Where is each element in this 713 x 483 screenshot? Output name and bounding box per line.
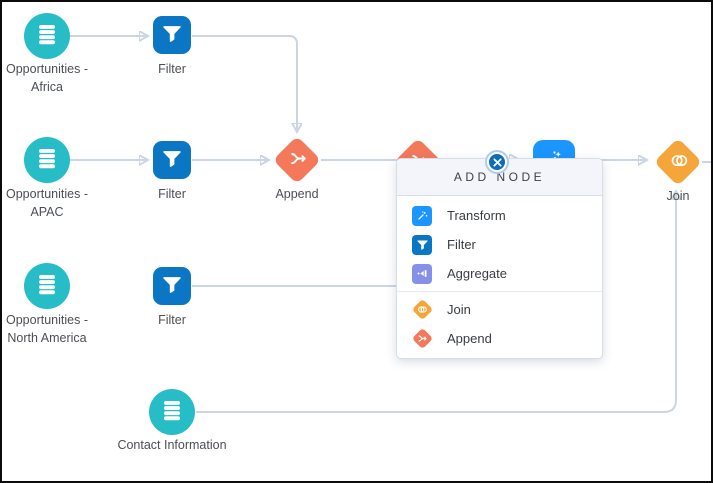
append-node-1[interactable] — [272, 135, 322, 185]
node-label: Append — [275, 187, 319, 201]
filter-node-1[interactable] — [153, 16, 191, 54]
dataset-node-opportunities-north-america[interactable] — [24, 263, 70, 309]
aggregate-icon — [412, 263, 432, 284]
add-node-popup-body: Transform Filter Aggregate Join Append — [397, 196, 602, 358]
menu-item-transform[interactable]: Transform — [397, 201, 602, 230]
dataset-node-opportunities-africa[interactable] — [24, 13, 70, 59]
filter-icon — [161, 22, 183, 49]
menu-divider — [397, 291, 602, 292]
close-button[interactable] — [485, 150, 509, 174]
add-node-popup-title: ADD NODE — [453, 170, 546, 184]
filter-node-3[interactable] — [153, 267, 191, 305]
dataset-icon — [35, 272, 59, 301]
menu-item-label: Append — [447, 331, 492, 346]
dataset-icon — [35, 22, 59, 51]
node-label: Join — [666, 189, 690, 203]
menu-item-filter[interactable]: Filter — [397, 230, 602, 259]
dataset-node-contact-information[interactable] — [149, 389, 195, 435]
add-node-popup: ADD NODE Transform Filter Aggregate Join — [396, 158, 603, 359]
append-icon — [411, 327, 433, 350]
menu-item-append[interactable]: Append — [397, 324, 602, 353]
dataset-icon — [160, 398, 184, 427]
filter-icon — [161, 147, 183, 174]
node-label: Opportunities - Africa — [6, 62, 88, 95]
menu-item-aggregate[interactable]: Aggregate — [397, 259, 602, 288]
menu-item-label: Filter — [447, 237, 476, 252]
filter-node-2[interactable] — [153, 141, 191, 179]
join-icon — [662, 146, 694, 178]
dataset-icon — [35, 146, 59, 175]
filter-icon — [412, 234, 432, 255]
menu-item-label: Transform — [447, 208, 506, 223]
append-icon — [281, 144, 313, 176]
node-label: Filter — [158, 62, 186, 76]
menu-item-label: Aggregate — [447, 266, 507, 281]
node-label: Filter — [158, 187, 186, 201]
filter-icon — [161, 273, 183, 300]
node-label: Opportunities - APAC — [6, 187, 88, 220]
join-node[interactable] — [653, 137, 703, 187]
node-label: Opportunities - North America — [6, 313, 88, 346]
node-label: Filter — [158, 313, 186, 327]
menu-item-join[interactable]: Join — [397, 295, 602, 324]
transform-icon — [412, 205, 432, 226]
join-icon — [411, 298, 433, 321]
menu-item-label: Join — [447, 302, 471, 317]
dataset-node-opportunities-apac[interactable] — [24, 137, 70, 183]
close-icon — [489, 154, 505, 170]
node-label: Contact Information — [117, 438, 227, 452]
